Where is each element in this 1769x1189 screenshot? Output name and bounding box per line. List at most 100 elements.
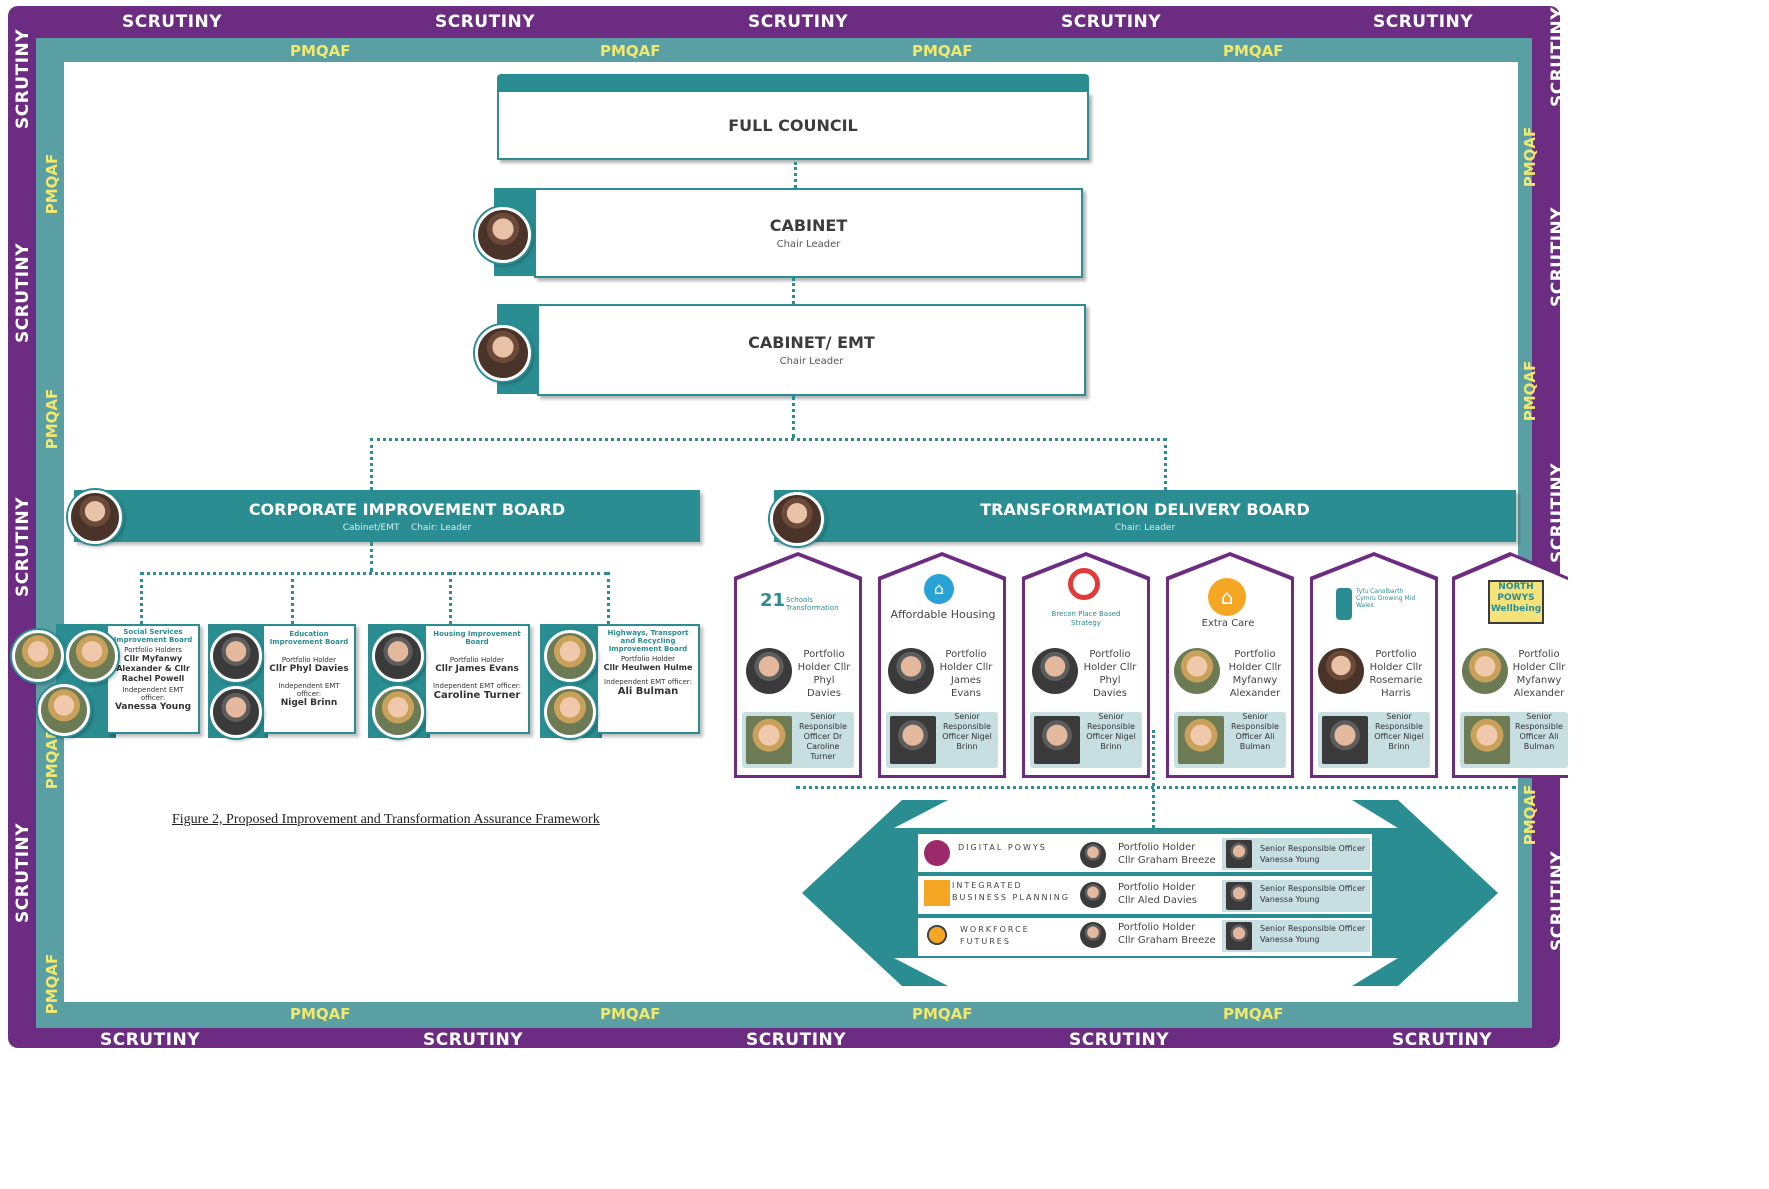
pmqaf-label-bottom: PMQAF <box>600 1005 661 1023</box>
connector-line <box>792 396 795 438</box>
social-services-board-card: Social Services Improvement Board Portfo… <box>106 624 200 734</box>
leader-avatar <box>68 490 122 544</box>
enabler-sro-name: Vanessa Young <box>1260 935 1320 944</box>
tdb-subtitle: Chair: Leader <box>1114 522 1176 533</box>
enabler-holder-name: Cllr Graham Breeze <box>1118 935 1216 946</box>
sro-text: Senior Responsible Officer Dr Caroline T… <box>799 712 847 761</box>
member-avatar <box>210 630 262 682</box>
scrutiny-label-bottom: SCRUTINY <box>100 1030 201 1050</box>
sro-avatar <box>746 716 792 764</box>
schools-logo-icon: 21 <box>760 590 786 611</box>
card-officer-role: Independent EMT officer: <box>604 678 692 686</box>
portfolio-holder-avatar <box>888 648 934 694</box>
sro-text: Senior Responsible Officer Ali Bulman <box>1515 712 1563 751</box>
connector-line <box>796 786 1516 789</box>
card-officer-role: Independent EMT officer: <box>122 686 184 702</box>
card-role: Portfolio Holder <box>620 655 676 663</box>
connector-line <box>140 572 608 575</box>
enabler-sro-name: Vanessa Young <box>1260 855 1320 864</box>
connector-line <box>370 542 373 572</box>
portfolio-holder-avatar <box>1080 922 1106 948</box>
card-officer: Nigel Brinn <box>280 698 338 708</box>
card-role: Portfolio Holders <box>124 646 182 654</box>
sro-avatar <box>1464 716 1510 764</box>
card-title: Social Services Improvement Board <box>113 628 193 644</box>
scrutiny-label-top: SCRUTINY <box>1373 12 1474 32</box>
enabler-sro-name: Vanessa Young <box>1260 895 1320 904</box>
portfolio-holder-avatar <box>1080 882 1106 908</box>
card-role: Portfolio Holder <box>281 656 337 664</box>
pmqaf-label-top: PMQAF <box>600 42 661 60</box>
member-avatar <box>372 686 424 738</box>
house-icon: ⌂ <box>1208 578 1246 616</box>
pmqaf-label-left: PMQAF <box>43 388 61 450</box>
card-officer: Caroline Turner <box>433 690 521 701</box>
portfolio-holder-avatar <box>1032 648 1078 694</box>
member-avatar <box>544 630 596 682</box>
scrutiny-label-right: SCRUTINY <box>1548 6 1568 107</box>
integrated-business-planning-logo-icon <box>924 880 950 906</box>
corporate-improvement-board-header: CORPORATE IMPROVEMENT BOARD Cabinet/EMT … <box>74 490 700 542</box>
programme-holder-text: Portfolio Holder Cllr Phyl Davies <box>1083 649 1137 699</box>
card-holder: Cllr Phyl Davies <box>269 664 349 674</box>
pmqaf-label-top: PMQAF <box>912 42 973 60</box>
programme-holder-text: Portfolio Holder Cllr Myfanwy Alexander <box>1512 649 1566 699</box>
portfolio-holder-avatar <box>1174 648 1220 694</box>
scrutiny-label-right: SCRUTINY <box>1548 850 1568 951</box>
cabinet-box: CABINET Chair Leader <box>534 188 1083 278</box>
pmqaf-label-top: PMQAF <box>290 42 351 60</box>
cabinet-emt-subtitle: Chair Leader <box>779 356 844 367</box>
member-avatar <box>544 686 596 738</box>
connector-line <box>291 572 294 624</box>
scrutiny-label-left: SCRUTINY <box>13 242 33 343</box>
card-holder: Cllr Heulwen Hulme <box>603 663 693 672</box>
card-title: Highways, Transport and Recycling Improv… <box>607 629 689 653</box>
scrutiny-label-bottom: SCRUTINY <box>1069 1030 1170 1050</box>
enabler-holder-role: Portfolio Holder <box>1118 922 1196 933</box>
house-icon: ⌂ <box>924 574 954 604</box>
tdb-title: TRANSFORMATION DELIVERY BOARD <box>980 499 1310 519</box>
enabler-name: WORKFORCE <box>960 925 1030 934</box>
sro-avatar <box>1226 922 1252 950</box>
north-powys-logo-text: NORTH POWYS Wellbeing <box>1488 580 1544 624</box>
growing-mid-wales-logo-icon <box>1336 588 1352 620</box>
enabler-name: INTEGRATED <box>952 881 1023 890</box>
connector-line <box>1164 438 1167 490</box>
member-avatar <box>372 630 424 682</box>
card-role: Portfolio Holder <box>449 656 505 664</box>
scrutiny-label-left: SCRUTINY <box>13 28 33 129</box>
scrutiny-label-right: SCRUTINY <box>1548 206 1568 307</box>
connector-line <box>607 572 610 624</box>
connector-line <box>1152 730 1155 834</box>
enabler-sro-role: Senior Responsible Officer <box>1260 844 1366 853</box>
enabler-name: BUSINESS PLANNING <box>952 893 1070 902</box>
pmqaf-label-right: PMQAF <box>1521 784 1539 846</box>
card-officer: Vanessa Young <box>114 702 192 712</box>
member-avatar <box>38 684 90 736</box>
cabinet-emt-title: CABINET/ EMT <box>748 333 875 352</box>
cabinet-subtitle: Chair Leader <box>776 239 841 250</box>
scrutiny-label-bottom: SCRUTINY <box>423 1030 524 1050</box>
enabler-sro-role: Senior Responsible Officer <box>1260 884 1366 893</box>
scrutiny-label-left: SCRUTINY <box>13 496 33 597</box>
sro-text: Senior Responsible Officer Nigel Brinn <box>942 712 992 751</box>
member-avatar <box>12 630 64 682</box>
programme-logo-text: Tyfu Canolbarth Cymru Growing Mid Wales <box>1356 588 1416 609</box>
leader-avatar <box>475 325 531 381</box>
enabler-holder-name: Cllr Graham Breeze <box>1118 855 1216 866</box>
scrutiny-label-bottom: SCRUTINY <box>746 1030 847 1050</box>
cib-subtitle: Cabinet/EMT Chair: Leader <box>342 522 472 533</box>
connector-line <box>370 438 1166 441</box>
card-title: Education Improvement Board <box>269 630 349 646</box>
pmqaf-label-right: PMQAF <box>1521 126 1539 188</box>
sro-avatar <box>1226 882 1252 910</box>
connector-line <box>140 572 143 624</box>
scrutiny-label-right: SCRUTINY <box>1548 462 1568 563</box>
pmqaf-label-left: PMQAF <box>43 153 61 215</box>
enabler-holder-role: Portfolio Holder <box>1118 842 1196 853</box>
pmqaf-label-top: PMQAF <box>1223 42 1284 60</box>
programme-holder-text: Portfolio Holder Cllr Myfanwy Alexander <box>1228 649 1282 699</box>
education-board-card: Education Improvement Board Portfolio Ho… <box>262 624 356 734</box>
pmqaf-label-bottom: PMQAF <box>912 1005 973 1023</box>
programme-holder-text: Portfolio Holder Cllr James Evans <box>939 649 993 699</box>
